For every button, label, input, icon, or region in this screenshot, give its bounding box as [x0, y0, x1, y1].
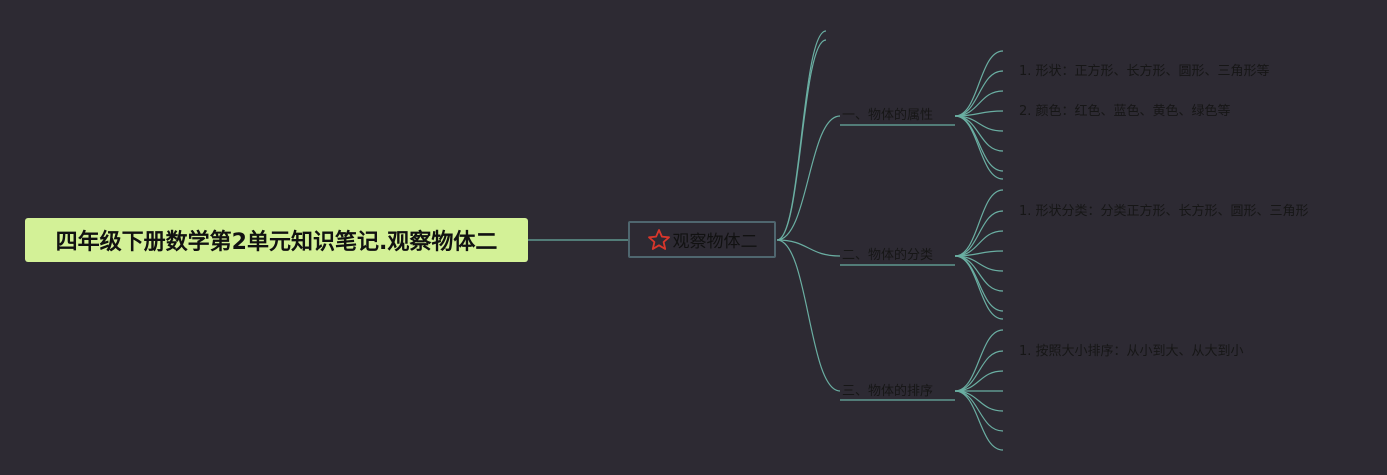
fan-branch-3-line-5 [954, 390, 1004, 412]
branch-classification[interactable]: 二、物体的分类 [842, 248, 934, 263]
fan-branch-1-line-1 [954, 50, 1004, 117]
fan-branch-3-line-1 [954, 329, 1004, 392]
leaf-shape-classification[interactable]: 1. 形状分类：分类正方形、长方形、圆形、三角形 [1019, 204, 1309, 219]
connector-center-branch-1 [776, 115, 841, 241]
star-icon [647, 228, 670, 250]
fan-branch-2-line-7 [954, 255, 1004, 312]
fan-branch-2-line-8 [954, 255, 1004, 320]
fan-branch-2-line-1 [954, 189, 1004, 257]
fan-branch-1-line-6 [954, 115, 1004, 152]
fan-branch-3-line-3 [954, 370, 1004, 392]
branch-ordering[interactable]: 三、物体的排序 [842, 384, 934, 399]
fan-branch-1-line-8 [954, 115, 1004, 180]
root-topic-label: 四年级下册数学第2单元知识笔记.观察物体二 [55, 230, 498, 255]
connector-center-branch-2 [776, 239, 841, 257]
leaf-size-ordering[interactable]: 1. 按照大小排序：从小到大、从大到小 [1019, 344, 1244, 359]
fan-branch-3-line-7 [954, 390, 1004, 451]
fan-branch-3-line-2 [954, 350, 1004, 392]
central-topic[interactable]: 观察物体二 [628, 221, 776, 258]
root-topic[interactable]: 四年级下册数学第2单元知识笔记.观察物体二 [25, 218, 528, 262]
branch-properties[interactable]: 一、物体的属性 [842, 108, 934, 123]
fan-branch-1-line-2 [954, 70, 1004, 117]
fan-branch-3-line-6 [954, 390, 1004, 432]
fan-branch-1-line-7 [954, 115, 1004, 172]
leaf-shape[interactable]: 1. 形状：正方形、长方形、圆形、三角形等 [1019, 64, 1270, 79]
fan-branch-2-line-6 [954, 255, 1004, 292]
connector-center-stub-2 [776, 39, 827, 241]
leaf-color[interactable]: 2. 颜色：红色、蓝色、黄色、绿色等 [1019, 104, 1231, 119]
central-topic-label: 观察物体二 [672, 232, 758, 252]
connector-center-branch-3 [776, 239, 841, 392]
fan-branch-2-line-2 [954, 210, 1004, 257]
